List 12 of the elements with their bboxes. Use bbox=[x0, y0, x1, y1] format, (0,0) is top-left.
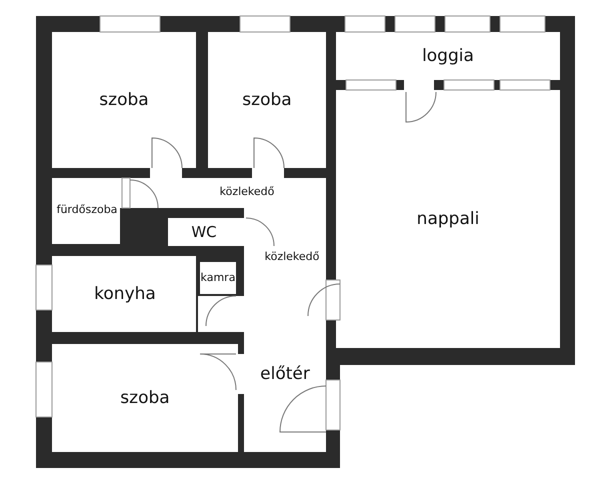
room-label: kamra bbox=[200, 270, 236, 284]
room-label: WC bbox=[191, 223, 217, 241]
room-label: szoba bbox=[99, 90, 149, 110]
room-label: szoba bbox=[120, 388, 170, 408]
room-label: szoba bbox=[242, 90, 292, 110]
room-label: fürdőszoba bbox=[56, 202, 118, 216]
room-label: közlekedő bbox=[264, 250, 320, 262]
room-label: konyha bbox=[94, 284, 156, 304]
room-label: előtér bbox=[260, 364, 310, 384]
room-label: loggia bbox=[422, 46, 474, 66]
room-label: nappali bbox=[416, 209, 480, 229]
room-label: közlekedő bbox=[220, 184, 274, 198]
